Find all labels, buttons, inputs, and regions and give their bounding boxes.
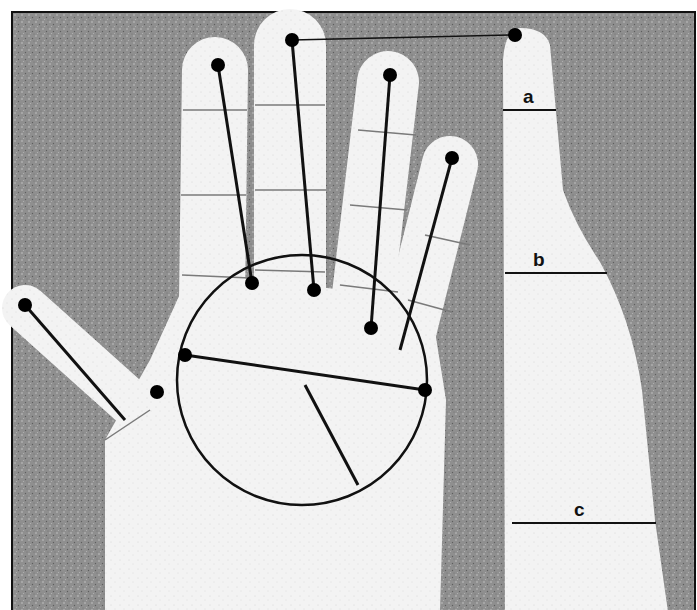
segment-label: c [574,500,585,519]
segment-label: a [523,87,534,106]
segment-label: b [533,250,545,269]
